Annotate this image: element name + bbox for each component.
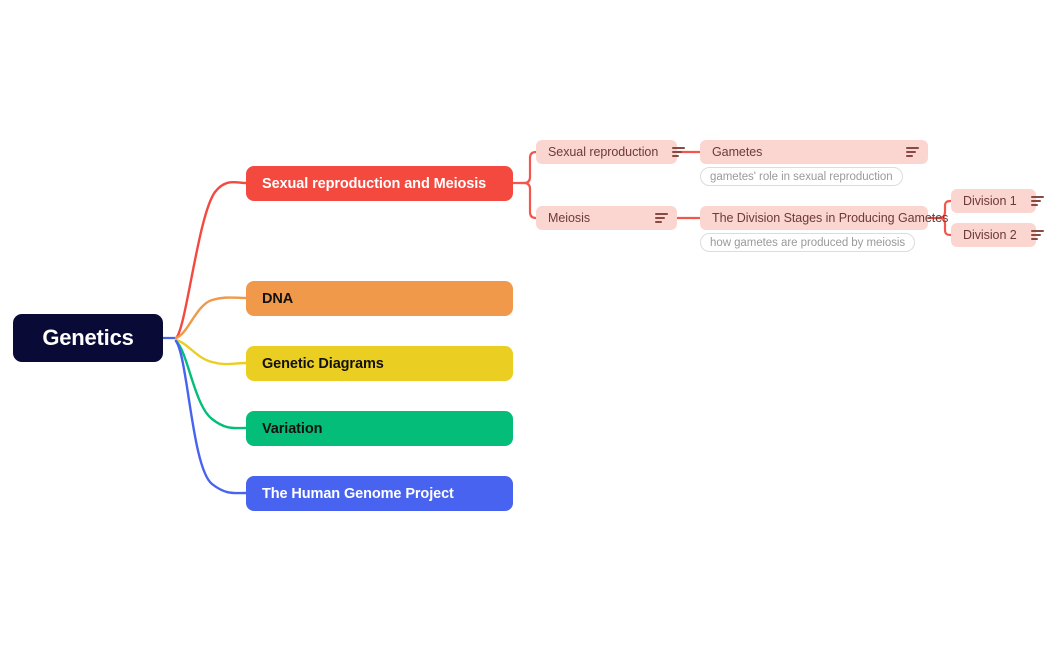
subnode-label: Division 1 bbox=[963, 194, 1017, 208]
subnode-sexual-reproduction[interactable]: Sexual reproduction bbox=[536, 140, 686, 164]
subnode-gametes[interactable]: Gametes bbox=[700, 140, 928, 164]
subnode-division-1[interactable]: Division 1 bbox=[951, 189, 1044, 213]
note-pill-gametes: gametes' role in sexual reproduction bbox=[700, 167, 903, 186]
notes-icon[interactable] bbox=[892, 147, 919, 157]
branch-node-label: Variation bbox=[262, 420, 323, 437]
root-node-label: Genetics bbox=[42, 325, 134, 350]
note-pill-text: gametes' role in sexual reproduction bbox=[710, 170, 893, 183]
notes-icon[interactable] bbox=[658, 147, 686, 157]
notes-icon[interactable] bbox=[641, 213, 668, 223]
note-pill-division-stages: how gametes are produced by meiosis bbox=[700, 233, 916, 252]
branch-node-the-human-genome-project[interactable]: The Human Genome Project bbox=[246, 476, 513, 511]
subnode-label: Division 2 bbox=[963, 228, 1017, 242]
subnode-label: Sexual reproduction bbox=[548, 145, 659, 159]
branch-node-sexual-reproduction-and-meiosis[interactable]: Sexual reproduction and Meiosis bbox=[246, 166, 513, 201]
branch-node-label: Sexual reproduction and Meiosis bbox=[262, 175, 487, 192]
subnode-division-2[interactable]: Division 2 bbox=[951, 223, 1044, 247]
subnode-label: Gametes bbox=[712, 145, 763, 159]
note-pill-text: how gametes are produced by meiosis bbox=[710, 236, 906, 249]
branch-node-label: DNA bbox=[262, 290, 294, 307]
branch-node-dna[interactable]: DNA bbox=[246, 281, 513, 316]
branch-node-label: The Human Genome Project bbox=[262, 485, 454, 502]
subnode-label: The Division Stages in Producing Gametes bbox=[712, 211, 949, 225]
branch-node-genetic-diagrams[interactable]: Genetic Diagrams bbox=[246, 346, 513, 381]
branch-node-variation[interactable]: Variation bbox=[246, 411, 513, 446]
root-node-genetics[interactable]: Genetics bbox=[13, 314, 163, 362]
notes-icon[interactable] bbox=[1017, 230, 1044, 240]
subnode-division-stages[interactable]: The Division Stages in Producing Gametes bbox=[700, 206, 948, 230]
branch-node-label: Genetic Diagrams bbox=[262, 355, 384, 372]
notes-icon[interactable] bbox=[1017, 196, 1044, 206]
subnode-meiosis[interactable]: Meiosis bbox=[536, 206, 677, 230]
subnode-label: Meiosis bbox=[548, 211, 591, 225]
